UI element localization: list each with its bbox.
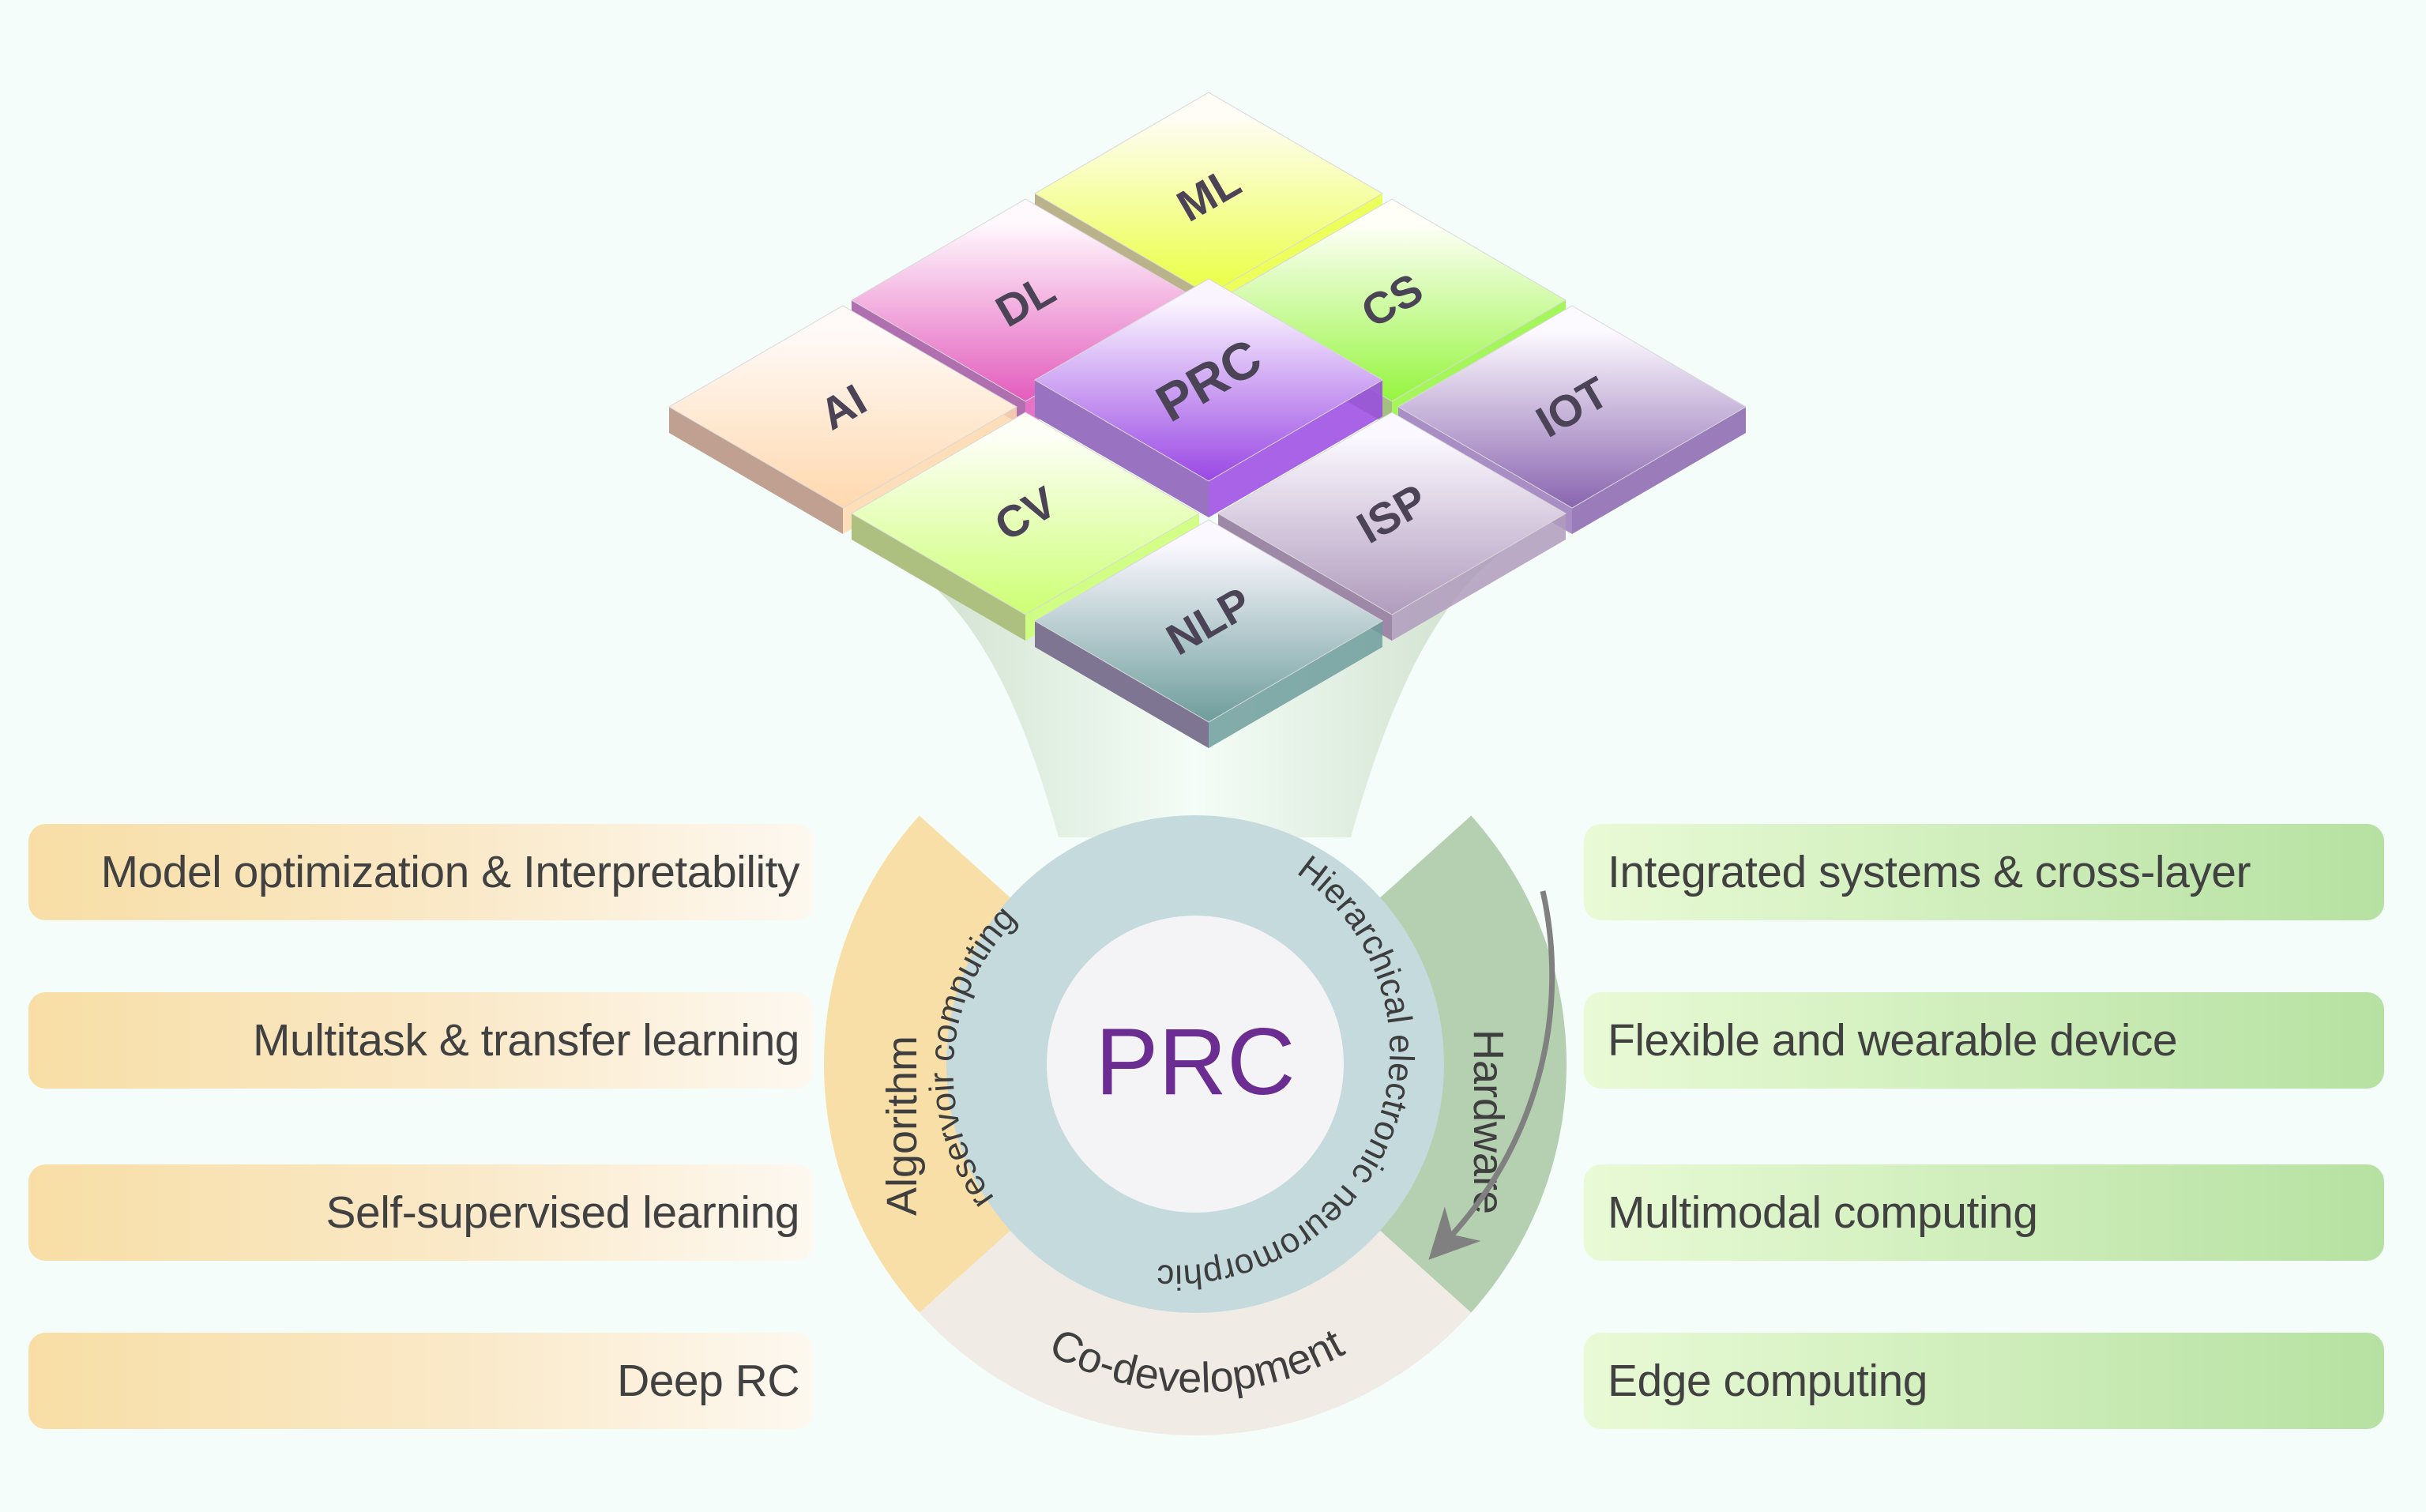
tile-side-left (852, 513, 1025, 641)
algorithm-item-label: Multitask & transfer learning (253, 1015, 799, 1066)
tile-top-face (1217, 412, 1567, 615)
tile-side-right (1209, 621, 1382, 748)
outer-ring (824, 815, 1567, 1435)
tile-side-right (1572, 407, 1746, 534)
hardware-item-label: Flexible and wearable device (1608, 1015, 2178, 1066)
hardware-item: Multimodal computing (1584, 1164, 2384, 1261)
hardware-item: Flexible and wearable device (1584, 992, 2384, 1089)
cycle-arrow-icon (1428, 890, 1555, 1260)
center-label: PRC (1095, 1009, 1295, 1115)
algorithm-item: Deep RC (28, 1333, 814, 1429)
tile-side-right (1209, 380, 1382, 517)
algorithm-item: Multitask & transfer learning (28, 992, 814, 1089)
center-disc (1047, 916, 1344, 1213)
hardware-item-label: Integrated systems & cross-layer (1608, 847, 2251, 897)
tile-side-right (1392, 513, 1566, 641)
algorithm-item-label: Deep RC (617, 1356, 799, 1406)
algorithm-label: Algorithm (878, 1036, 926, 1216)
tile-side-left (1035, 621, 1209, 748)
algorithm-item-label: Self-supervised learning (325, 1187, 800, 1238)
hardware-item-label: Edge computing (1608, 1356, 1928, 1406)
hardware-item-label: Multimodal computing (1608, 1187, 2038, 1238)
tile-top-face (851, 412, 1200, 615)
tile-side-left (669, 407, 843, 534)
tile-top-face (1397, 305, 1747, 509)
tile-prc: PRC (1034, 278, 1383, 517)
algorithm-item-label: Model optimization & Interpretability (100, 847, 800, 897)
tile-side-left (1035, 380, 1209, 517)
tile-top-face (668, 305, 1017, 509)
algorithm-item: Self-supervised learning (28, 1164, 814, 1261)
tile-top-face (1034, 519, 1383, 723)
tile-nlp: NLP (1034, 519, 1383, 748)
tile-top-face (1034, 278, 1383, 482)
algorithm-item: Model optimization & Interpretability (28, 824, 814, 920)
hardware-item: Edge computing (1584, 1333, 2384, 1429)
hardware-item: Integrated systems & cross-layer (1584, 824, 2384, 920)
co-development-segment (919, 1222, 1472, 1435)
